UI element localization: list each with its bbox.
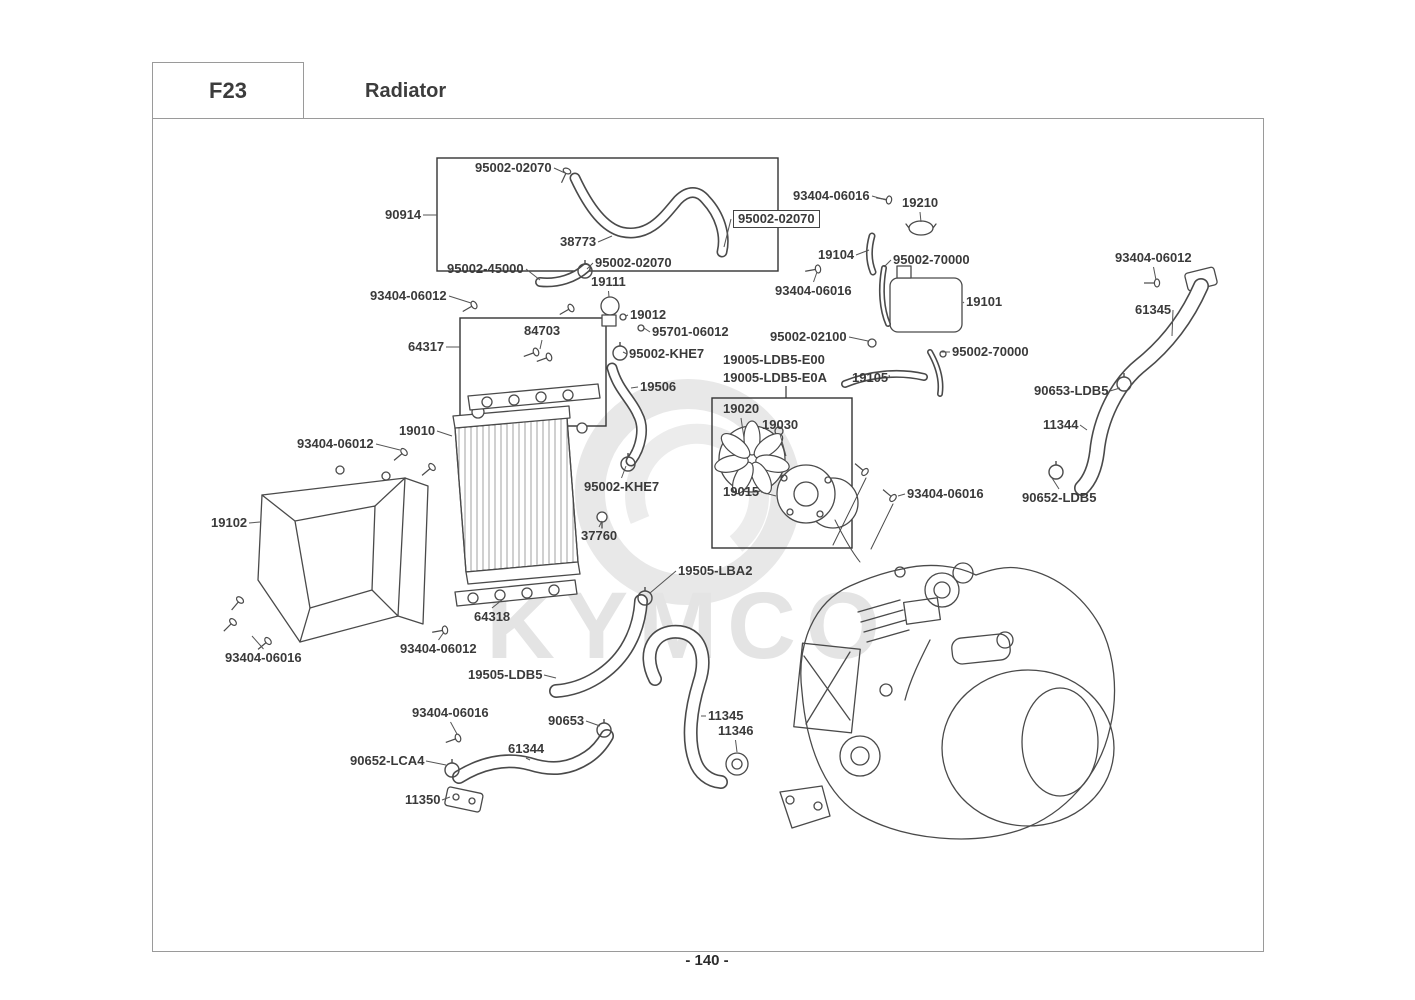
reserve-tank-drawing bbox=[867, 220, 963, 358]
screw-icon bbox=[462, 300, 478, 313]
screw-icon bbox=[1144, 278, 1161, 288]
hose-clamp-icon bbox=[612, 342, 628, 361]
fan-blade-icon bbox=[753, 433, 784, 459]
screw-icon bbox=[536, 352, 553, 363]
hose-clamp-icon bbox=[637, 587, 653, 606]
hose-clamp-icon bbox=[596, 719, 612, 738]
fan-blade-icon bbox=[714, 454, 749, 473]
screw-icon bbox=[559, 303, 575, 316]
hose-drawings bbox=[452, 172, 1209, 789]
hose-clamp-icon bbox=[620, 453, 636, 472]
hose-clamp-icon bbox=[577, 260, 593, 279]
screw-icon bbox=[854, 463, 869, 477]
hose-clamp-icon bbox=[1048, 461, 1064, 480]
fan-blade-icon bbox=[731, 461, 754, 495]
page-title: Radiator bbox=[365, 80, 447, 102]
thermostat-drawing bbox=[600, 296, 645, 332]
engine-drawing bbox=[779, 562, 1116, 840]
upper-bracket-drawing bbox=[467, 383, 601, 411]
section-code: F23 bbox=[209, 77, 247, 103]
screw-icon bbox=[393, 447, 408, 461]
screw-icon bbox=[223, 618, 237, 632]
radiator-drawing bbox=[452, 405, 588, 585]
hose-clamp-icon bbox=[1116, 373, 1132, 392]
fan-blade-icon bbox=[720, 432, 751, 459]
hose-clamp-icon bbox=[444, 759, 460, 778]
screw-icon bbox=[523, 347, 540, 358]
screw-icons bbox=[223, 167, 1161, 744]
fan-shroud-drawing bbox=[257, 465, 429, 643]
page-border bbox=[152, 118, 1264, 952]
clamp-icons bbox=[444, 260, 1132, 778]
page-number: - 140 - bbox=[685, 952, 729, 969]
screw-icon bbox=[421, 462, 436, 476]
screw-icon bbox=[432, 625, 449, 635]
fan-assembly-box bbox=[711, 397, 853, 549]
diagram-line-art bbox=[257, 220, 1218, 840]
leader-lines bbox=[248, 167, 1174, 801]
screw-icon bbox=[445, 733, 462, 744]
screw-icon bbox=[231, 596, 245, 611]
screw-icon bbox=[805, 264, 822, 274]
screw-icon bbox=[560, 167, 572, 184]
section-code-box: F23 bbox=[152, 62, 304, 119]
fan-blade-icons bbox=[714, 420, 790, 495]
lower-bracket-drawing bbox=[454, 579, 578, 607]
fan-blade-icon bbox=[750, 461, 773, 495]
screw-icon bbox=[882, 489, 897, 503]
screw-icon bbox=[257, 636, 272, 650]
